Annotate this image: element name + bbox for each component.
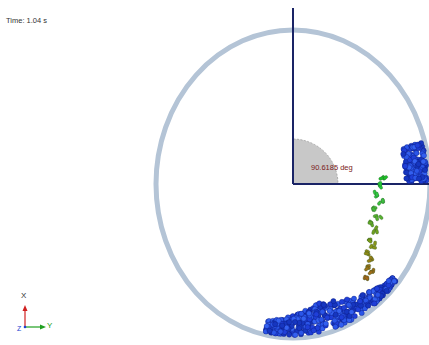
reference-line <box>292 8 294 184</box>
particles <box>263 141 429 338</box>
axis-label: X <box>21 292 26 300</box>
axis-label: Y <box>47 322 52 330</box>
axis-label: Z <box>17 325 21 332</box>
axis-triad <box>23 305 47 330</box>
angle-value: 90.6185 deg <box>311 164 353 172</box>
time-readout: Time: 1.04 s <box>6 17 47 25</box>
angle-wedge <box>293 139 338 184</box>
